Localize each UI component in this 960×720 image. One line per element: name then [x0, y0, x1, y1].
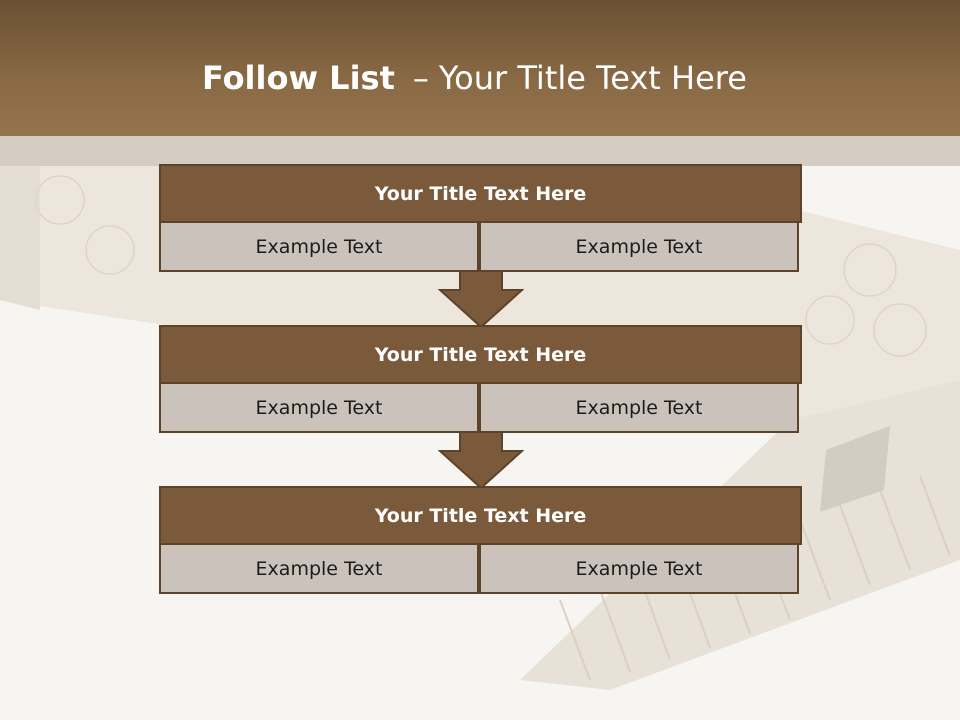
block-title: Your Title Text Here: [159, 325, 802, 384]
slide-title: Follow List–Your Title Text Here: [202, 56, 747, 100]
block-cell-left: Example Text: [159, 382, 479, 433]
block-cell-right: Example Text: [479, 382, 799, 433]
header-strip: [0, 136, 960, 166]
header-band: [0, 0, 960, 136]
block-title: Your Title Text Here: [159, 164, 802, 223]
block-cell-left: Example Text: [159, 221, 479, 272]
down-arrow-icon: [438, 431, 524, 489]
title-bold: Follow List: [202, 59, 395, 97]
list-block-2: Your Title Text Here Example Text Exampl…: [159, 325, 802, 433]
block-cell-right: Example Text: [479, 221, 799, 272]
block-cell-left: Example Text: [159, 543, 479, 594]
list-block-3: Your Title Text Here Example Text Exampl…: [159, 486, 802, 594]
block-title: Your Title Text Here: [159, 486, 802, 545]
title-rest: Your Title Text Here: [438, 59, 747, 97]
block-cell-right: Example Text: [479, 543, 799, 594]
title-separator: –: [412, 59, 429, 97]
list-block-1: Your Title Text Here Example Text Exampl…: [159, 164, 802, 272]
down-arrow-icon: [438, 270, 524, 328]
